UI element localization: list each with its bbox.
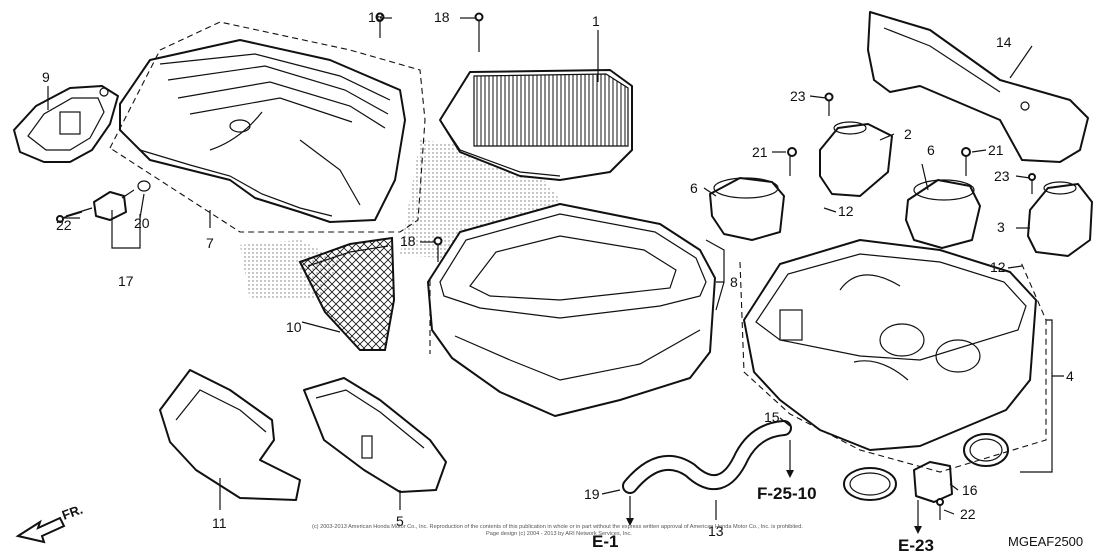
- callout-6-right: 6: [927, 142, 935, 158]
- copyright-line-1: (c) 2003-2013 American Honda Motor Co., …: [312, 524, 803, 530]
- callout-7: 7: [206, 235, 214, 251]
- callout-23-left: 23: [790, 88, 806, 104]
- ref-e-23[interactable]: E-23: [898, 536, 934, 555]
- part-6-ring-left[interactable]: [709, 177, 785, 241]
- ref-e-1[interactable]: E-1: [592, 532, 618, 551]
- callout-numbers: 1 2 3 4 5 6 6 7 8 9 10 11 12 12 13 14 15…: [42, 9, 1074, 539]
- callout-21-right: 21: [988, 142, 1004, 158]
- part-16-sensor[interactable]: [913, 461, 953, 503]
- case-seal-rings: [843, 433, 1009, 501]
- part-2-joint[interactable]: [819, 121, 893, 197]
- callout-11: 11: [212, 515, 227, 531]
- part-10-mesh-intake[interactable]: [298, 236, 396, 351]
- callout-12-top: 12: [838, 203, 854, 219]
- copyright-line-2: Page design (c) 2004 - 2013 by ARI Netwo…: [486, 531, 632, 537]
- callout-16: 16: [962, 482, 978, 498]
- part-1-air-filter[interactable]: [439, 69, 633, 181]
- callout-1: 1: [592, 13, 600, 29]
- callout-17: 17: [118, 273, 134, 289]
- callout-2: 2: [904, 126, 912, 142]
- callout-5: 5: [396, 513, 404, 529]
- callout-18-c: 18: [400, 233, 416, 249]
- callout-4: 4: [1066, 368, 1074, 384]
- callout-22-bottom: 22: [960, 506, 976, 522]
- bolts: [56, 12, 1036, 520]
- callout-13: 13: [708, 523, 724, 539]
- part-9-inlet-duct[interactable]: [13, 85, 119, 163]
- ref-f-25-10[interactable]: F-25-10: [757, 484, 817, 503]
- callout-9: 9: [42, 69, 50, 85]
- diagram-code: MGEAF2500: [1008, 534, 1083, 549]
- part-13-drain-hose[interactable]: [622, 420, 792, 494]
- callout-15: 15: [764, 409, 780, 425]
- part-14-bracket[interactable]: [867, 11, 1089, 163]
- callout-14: 14: [996, 34, 1012, 50]
- part-5-cover-right[interactable]: [303, 377, 447, 493]
- callout-23-right: 23: [994, 168, 1010, 184]
- front-direction-arrow: FR.: [15, 502, 85, 544]
- direction-label: FR.: [60, 502, 85, 523]
- callout-20: 20: [134, 215, 150, 231]
- callout-19: 19: [584, 486, 600, 502]
- callout-8: 8: [730, 274, 738, 290]
- leader-lines: [47, 17, 1064, 534]
- callout-6-left: 6: [690, 180, 698, 196]
- callout-21-left: 21: [752, 144, 768, 160]
- part-17-breather-assembly[interactable]: [65, 180, 151, 221]
- callout-10: 10: [286, 319, 302, 335]
- callout-3: 3: [997, 219, 1005, 235]
- callout-22-left: 22: [56, 217, 72, 233]
- part-6-ring-right[interactable]: [905, 179, 981, 249]
- part-8-lower-case[interactable]: [427, 203, 716, 417]
- part-11-cover-left[interactable]: [159, 369, 301, 501]
- part-7-air-cleaner-cover[interactable]: [119, 39, 406, 223]
- part-3-joint[interactable]: [1027, 181, 1093, 257]
- part-4-air-cleaner-case[interactable]: [743, 239, 1037, 451]
- callout-18-b: 18: [434, 9, 450, 25]
- callout-12-right: 12: [990, 259, 1006, 275]
- callout-18-a: 18: [368, 9, 384, 25]
- group-outlines: [109, 21, 1047, 473]
